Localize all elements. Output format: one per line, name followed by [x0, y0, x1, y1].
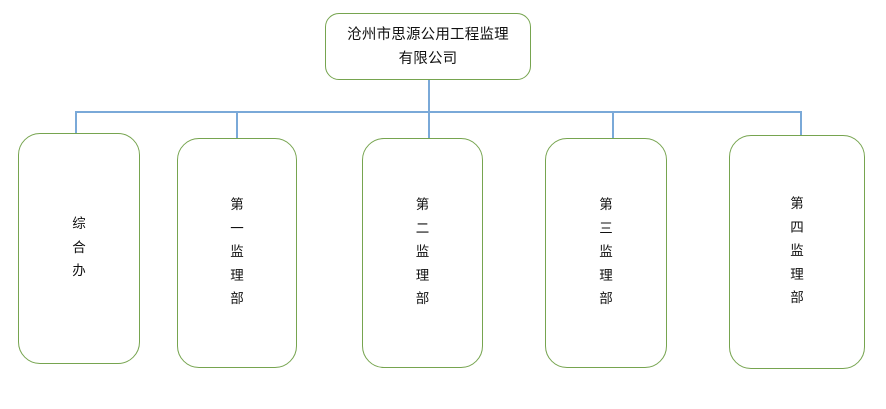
org-node-root[interactable]: 沧州市思源公用工程监理 有限公司 [325, 13, 531, 80]
connector-drop-child-5 [800, 111, 802, 137]
org-node-label-2: 第 一 监 理 部 [230, 197, 244, 308]
connector-horizontal-bus [75, 111, 801, 113]
connector-drop-child-3 [428, 111, 430, 140]
connector-root-stem [428, 80, 430, 113]
org-node-label-4: 第 三 监 理 部 [599, 197, 613, 308]
org-node-supervision-dept-3[interactable]: 第 三 监 理 部 [545, 138, 667, 368]
org-node-supervision-dept-4[interactable]: 第 四 监 理 部 [729, 135, 865, 369]
connector-drop-child-1 [75, 111, 77, 135]
connector-drop-child-4 [612, 111, 614, 140]
org-node-comprehensive-office[interactable]: 综 合 办 [18, 133, 140, 364]
org-node-label-3: 第 二 监 理 部 [415, 197, 430, 308]
org-node-root-label: 沧州市思源公用工程监理 有限公司 [347, 26, 509, 67]
org-node-supervision-dept-2[interactable]: 第 二 监 理 部 [362, 138, 483, 368]
org-node-label-1: 综 合 办 [72, 216, 86, 280]
org-node-supervision-dept-1[interactable]: 第 一 监 理 部 [177, 138, 297, 368]
connector-drop-child-2 [236, 111, 238, 140]
org-node-label-5: 第 四 监 理 部 [790, 196, 804, 307]
